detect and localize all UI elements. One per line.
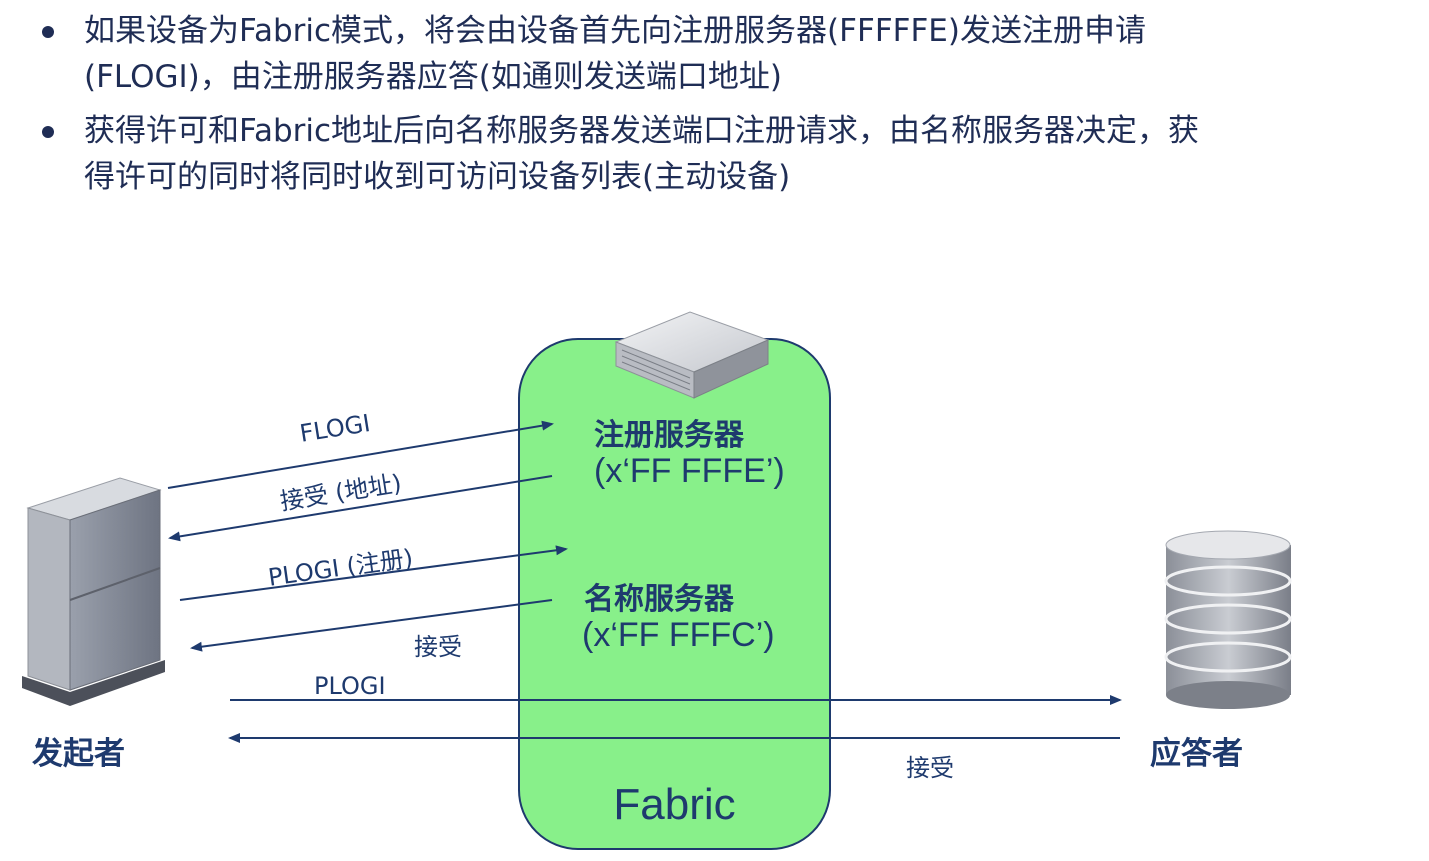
bullet-text-line: 如果设备为Fabric模式，将会由设备首先向注册服务器(FFFFFE)发送注册申… [84,13,1146,49]
accept-ns-label: 接受 [414,633,462,661]
registration-server-address: (x‘FF FFFE’) [594,452,785,490]
responder-label: 应答者 [1150,736,1243,772]
name-server-address: (x‘FF FFFC’) [582,616,775,654]
initiator-tower-icon [22,477,165,706]
bullet-text-line: 得许可的同时将同时收到可访问设备列表(主动设备) [84,159,791,195]
bullet-item: 获得许可和Fabric地址后向名称服务器发送端口注册请求，由名称服务器决定，获 … [38,108,1408,200]
registration-server-title: 注册服务器 [594,418,744,453]
bullet-item: 如果设备为Fabric模式，将会由设备首先向注册服务器(FFFFFE)发送注册申… [38,8,1408,100]
fabric-box [518,338,831,850]
accept-ns-arrow [190,599,553,652]
initiator-label: 发起者 [32,736,125,772]
bullet-text-line: 获得许可和Fabric地址后向名称服务器发送端口注册请求，由名称服务器决定，获 [84,113,1200,149]
responder-database-icon [1164,530,1292,709]
bullet-dot [42,126,54,138]
plogi-label: PLOGI [314,672,386,700]
accept-target-label: 接受 [906,754,954,782]
accept-address-arrow [168,475,553,542]
bullet-list: 如果设备为Fabric模式，将会由设备首先向注册服务器(FFFFFE)发送注册申… [38,8,1408,208]
fabric-label: Fabric [613,780,736,829]
flogi-arrow [167,420,554,489]
name-server-title: 名称服务器 [584,582,734,617]
bullet-text-line: (FLOGI)，由注册服务器应答(如通则发送端口地址) [84,59,782,95]
bullet-dot [42,26,54,38]
server-appliance-icon [614,311,770,399]
plogi-register-arrow [179,545,568,601]
